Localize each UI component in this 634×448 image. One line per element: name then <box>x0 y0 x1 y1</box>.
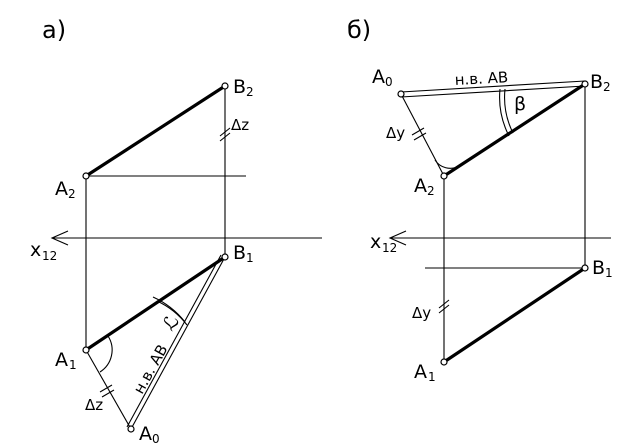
panel-a-dz-label-bottom: Δz <box>85 396 103 414</box>
svg-text:2: 2 <box>427 184 435 198</box>
panel-b-label-a1: A 1 <box>414 361 436 384</box>
svg-text:A: A <box>414 175 427 197</box>
panel-a-right-angle-arc <box>99 335 113 373</box>
svg-text:B: B <box>233 242 246 264</box>
panel-b-dy-label-top: Δy <box>386 124 405 142</box>
panel-a-label-a1: A 1 <box>55 349 77 372</box>
panel-b-right-angle-arc <box>434 159 460 169</box>
panel-b-caption: б) <box>347 16 371 44</box>
panel-b-dy-label-bottom: Δy <box>412 304 431 322</box>
panel-a-axis-arrow <box>50 230 69 246</box>
panel-b-angle-label: β <box>514 93 526 115</box>
svg-text:B: B <box>592 257 605 279</box>
svg-text:2: 2 <box>246 85 254 99</box>
panel-b-point-a1 <box>440 358 448 366</box>
panel-a-axis-label: x 12 <box>30 239 57 263</box>
panel-b-beta-arc-2 <box>499 88 510 137</box>
svg-text:1: 1 <box>605 266 613 280</box>
panel-b-label-b2: B 2 <box>590 71 611 94</box>
svg-text:x: x <box>30 239 41 261</box>
panel-b-true-length-line-1 <box>400 80 586 93</box>
panel-a-alpha-arc-2 <box>152 296 186 323</box>
svg-text:12: 12 <box>382 241 397 255</box>
panel-a-label-b2: B 2 <box>233 76 254 99</box>
panel-a-alpha-arc-1 <box>156 300 188 326</box>
svg-text:A: A <box>414 361 427 383</box>
panel-a-leg-a1a0 <box>85 349 132 430</box>
panel-b-segment-a2b2 <box>442 82 587 178</box>
panel-a-angle-label: ℒ <box>158 311 184 335</box>
svg-text:0: 0 <box>385 75 393 89</box>
svg-text:x: x <box>370 231 381 253</box>
svg-text:1: 1 <box>69 358 77 372</box>
panel-a-segment-a2b2 <box>84 84 227 178</box>
panel-b-dy-tick-4 <box>413 132 427 141</box>
panel-a-dz-tick-3 <box>99 384 113 393</box>
panel-a-segment-a1b1 <box>84 255 227 352</box>
panel-a-point-b2 <box>221 82 229 90</box>
panel-a-caption: а) <box>42 16 66 44</box>
panel-b-point-a0 <box>397 90 405 98</box>
panel-a: а) x 12 Δz Δz н.в. AB <box>30 16 322 446</box>
panel-a-point-a0 <box>127 425 135 433</box>
svg-text:0: 0 <box>152 432 160 446</box>
svg-text:1: 1 <box>428 370 436 384</box>
svg-text:2: 2 <box>68 187 76 201</box>
svg-text:A: A <box>55 178 68 200</box>
panel-a-point-a2 <box>82 172 90 180</box>
panel-a-point-a1 <box>82 346 90 354</box>
panel-a-label-a2: A 2 <box>55 178 76 201</box>
svg-text:A: A <box>55 349 68 371</box>
panel-a-dz-tick-1 <box>219 127 231 137</box>
panel-a-dz-tick-2 <box>219 132 231 142</box>
panel-b-true-length-label: н.в. AB <box>454 68 508 89</box>
svg-text:1: 1 <box>246 251 254 265</box>
panel-a-label-a0: A 0 <box>139 423 160 446</box>
panel-b: б) x 12 Δy Δy н.в. AB <box>347 16 613 384</box>
svg-text:A: A <box>139 423 152 445</box>
panel-b-axis-arrow <box>388 230 407 246</box>
panel-b-segment-a1b1 <box>442 266 587 364</box>
panel-b-label-a2: A 2 <box>414 175 435 198</box>
panel-a-dz-label-top: Δz <box>231 116 249 134</box>
panel-b-dy-tick-1 <box>438 299 450 309</box>
svg-text:2: 2 <box>603 80 611 94</box>
panel-b-point-b2 <box>581 80 589 88</box>
panel-b-dy-tick-2 <box>438 304 450 314</box>
panel-b-label-b1: B 1 <box>592 257 613 280</box>
svg-text:12: 12 <box>42 249 57 263</box>
panel-b-beta-arc-1 <box>504 88 514 134</box>
svg-text:B: B <box>590 71 603 93</box>
panel-b-true-length-line-2 <box>400 85 586 98</box>
svg-text:B: B <box>233 76 246 98</box>
panel-b-axis-label: x 12 <box>370 231 397 255</box>
panel-b-label-a0: A 0 <box>372 66 393 89</box>
panel-a-true-length-label: н.в. AB <box>130 341 172 397</box>
svg-text:A: A <box>372 66 385 88</box>
panel-a-point-b1 <box>221 253 229 261</box>
panel-b-point-a2 <box>440 172 448 180</box>
panel-a-label-b1: B 1 <box>233 242 254 265</box>
panel-b-dy-tick-3 <box>411 127 425 136</box>
panel-b-point-b1 <box>581 264 589 272</box>
panel-a-true-length-line-2 <box>126 254 222 428</box>
panel-a-true-length-line-1 <box>130 256 226 430</box>
panel-a-dz-tick-4 <box>101 389 115 398</box>
